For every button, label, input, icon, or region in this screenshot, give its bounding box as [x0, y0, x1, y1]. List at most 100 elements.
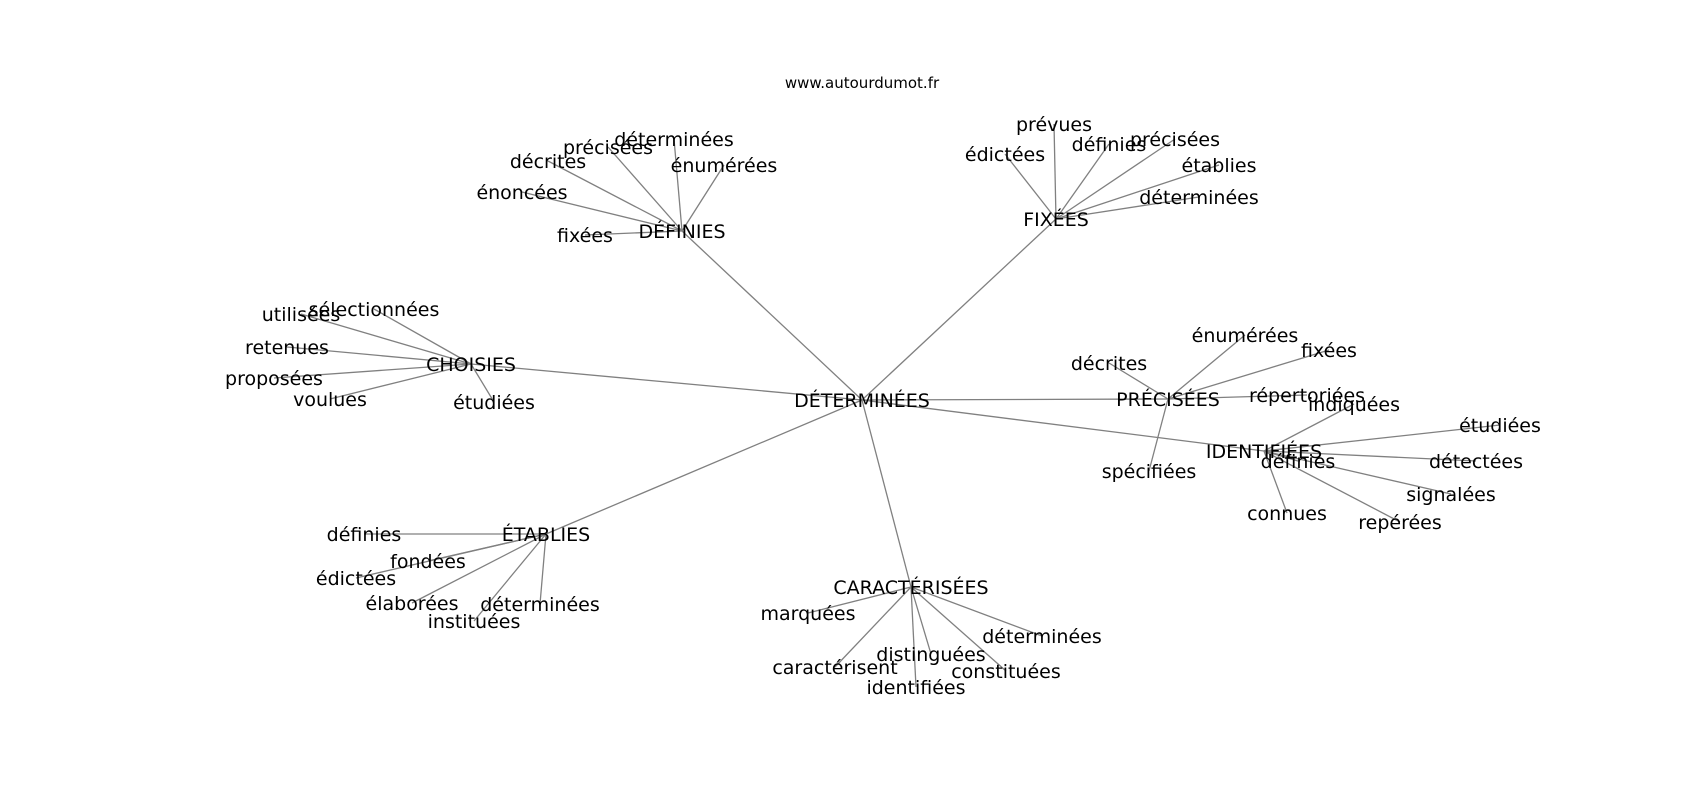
- graph-edge: [1055, 138, 1176, 220]
- graph-edge: [861, 399, 1265, 452]
- graph-edge: [910, 586, 1043, 637]
- graph-edge: [910, 586, 932, 655]
- leaf-word-definies[interactable]: fixées: [557, 225, 613, 247]
- leaf-word-identifiees[interactable]: détectées: [1429, 451, 1523, 473]
- leaf-word-caracterisees[interactable]: distinguées: [876, 644, 985, 666]
- graph-edge: [1263, 450, 1288, 514]
- graph-labels: www.autourdumot.fr déterminéespréciséesd…: [225, 74, 1541, 699]
- graph-edge: [681, 164, 725, 232]
- center-word[interactable]: DÉTERMINÉES: [794, 389, 930, 412]
- graph-edge: [539, 533, 547, 605]
- graph-edge: [861, 218, 1057, 401]
- leaf-word-caracterisees[interactable]: marquées: [760, 603, 855, 625]
- graph-edge: [910, 586, 917, 688]
- hub-word-definies[interactable]: DÉFINIES: [638, 220, 725, 243]
- leaf-word-choisies[interactable]: retenues: [245, 337, 329, 359]
- graph-edge: [547, 160, 683, 232]
- site-title: www.autourdumot.fr: [785, 74, 940, 92]
- leaf-word-fixees[interactable]: définies: [1072, 134, 1147, 156]
- leaf-word-choisies[interactable]: étudiées: [453, 392, 535, 414]
- leaf-word-definies[interactable]: décrites: [510, 151, 586, 173]
- graph-edge: [1004, 153, 1057, 220]
- leaf-word-identifiees[interactable]: étudiées: [1459, 415, 1541, 437]
- graph-edge: [673, 138, 683, 232]
- graph-edge: [411, 533, 547, 604]
- leaf-word-definies[interactable]: déterminées: [614, 129, 733, 151]
- leaf-word-etablies[interactable]: déterminées: [480, 594, 599, 616]
- leaf-word-fixees[interactable]: prévues: [1016, 114, 1092, 136]
- hub-word-caracterisees[interactable]: CARACTÉRISÉES: [833, 576, 988, 599]
- leaf-word-fixees[interactable]: précisées: [1130, 129, 1220, 151]
- graph-edge: [1148, 398, 1169, 472]
- leaf-word-caracterisees[interactable]: déterminées: [982, 626, 1101, 648]
- graph-edge: [910, 586, 1007, 672]
- graph-edge: [1055, 196, 1200, 220]
- leaf-word-choisies[interactable]: utilisées: [262, 304, 341, 326]
- leaf-word-etablies[interactable]: élaborées: [366, 593, 459, 615]
- leaf-word-etablies[interactable]: fondées: [390, 551, 466, 573]
- graph-edge: [1167, 349, 1330, 400]
- graph-edge: [607, 146, 683, 232]
- leaf-word-definies[interactable]: énumérées: [671, 155, 778, 177]
- graph-edge: [329, 363, 472, 400]
- leaf-word-precisees[interactable]: répertoriées: [1249, 385, 1365, 407]
- leaf-word-precisees[interactable]: énumérées: [1192, 325, 1299, 347]
- graph-edge: [286, 346, 472, 365]
- hub-word-etablies[interactable]: ÉTABLIES: [502, 523, 590, 546]
- leaf-word-identifiees[interactable]: signalées: [1406, 484, 1495, 506]
- graph-edge: [470, 363, 863, 401]
- leaf-word-identifiees[interactable]: repérées: [1358, 512, 1442, 534]
- leaf-word-precisees[interactable]: décrites: [1071, 353, 1147, 375]
- leaf-word-fixees[interactable]: édictées: [965, 144, 1045, 166]
- graph-edge: [300, 313, 472, 365]
- graph-edge: [1108, 362, 1169, 400]
- hub-word-precisees[interactable]: PRÉCISÉES: [1116, 388, 1220, 411]
- graph-edge: [681, 230, 863, 401]
- graph-edge: [1263, 424, 1501, 452]
- graph-edge: [273, 363, 472, 379]
- leaf-word-definies[interactable]: énoncées: [476, 182, 567, 204]
- graph-edges: [273, 123, 1501, 688]
- graph-edge: [1055, 164, 1220, 220]
- graph-edge: [834, 586, 912, 668]
- graph-edge: [473, 533, 547, 622]
- graph-edge: [470, 363, 495, 403]
- graph-edge: [1053, 123, 1057, 220]
- graph-edge: [373, 308, 472, 365]
- hub-word-choisies[interactable]: CHOISIES: [426, 354, 516, 376]
- graph-edge: [1263, 403, 1355, 452]
- graph-edge: [1167, 394, 1308, 400]
- graph-edge: [1263, 450, 1452, 495]
- leaf-word-etablies[interactable]: définies: [327, 524, 402, 546]
- graph-edge: [1263, 450, 1401, 523]
- leaf-word-definies[interactable]: précisées: [563, 137, 653, 159]
- graph-edge: [545, 399, 863, 535]
- leaf-word-fixees[interactable]: établies: [1182, 155, 1257, 177]
- leaf-word-choisies[interactable]: proposées: [225, 368, 323, 390]
- graph-edge: [1263, 450, 1477, 462]
- leaf-word-identifiees[interactable]: définies: [1261, 451, 1336, 473]
- leaf-word-caracterisees[interactable]: constituées: [951, 661, 1061, 683]
- graph-edge: [861, 398, 1169, 401]
- leaf-word-precisees[interactable]: fixées: [1301, 340, 1357, 362]
- leaf-word-identifiees[interactable]: connues: [1247, 503, 1327, 525]
- graph-edge: [521, 191, 683, 232]
- leaf-word-caracterisees[interactable]: caractérisent: [772, 657, 897, 679]
- hub-word-fixees[interactable]: FIXÉES: [1023, 208, 1089, 231]
- graph-edge: [1055, 143, 1110, 220]
- leaf-word-fixees[interactable]: déterminées: [1139, 187, 1258, 209]
- leaf-word-etablies[interactable]: instituées: [428, 611, 521, 633]
- graph-edge: [861, 399, 912, 588]
- leaf-word-caracterisees[interactable]: identifiées: [866, 677, 965, 699]
- leaf-word-choisies[interactable]: voulues: [293, 389, 367, 411]
- leaf-word-identifiees[interactable]: indiquées: [1308, 394, 1400, 416]
- leaf-word-choisies[interactable]: sélectionnées: [309, 299, 440, 321]
- graph-edge: [355, 533, 547, 579]
- leaf-word-etablies[interactable]: édictées: [316, 568, 396, 590]
- graph-edge: [1167, 334, 1246, 400]
- graph-edge: [807, 586, 912, 614]
- leaf-word-precisees[interactable]: spécifiées: [1102, 461, 1197, 483]
- hub-word-identifiees[interactable]: IDENTIFIÉES: [1206, 440, 1322, 463]
- graph-edge: [584, 230, 683, 236]
